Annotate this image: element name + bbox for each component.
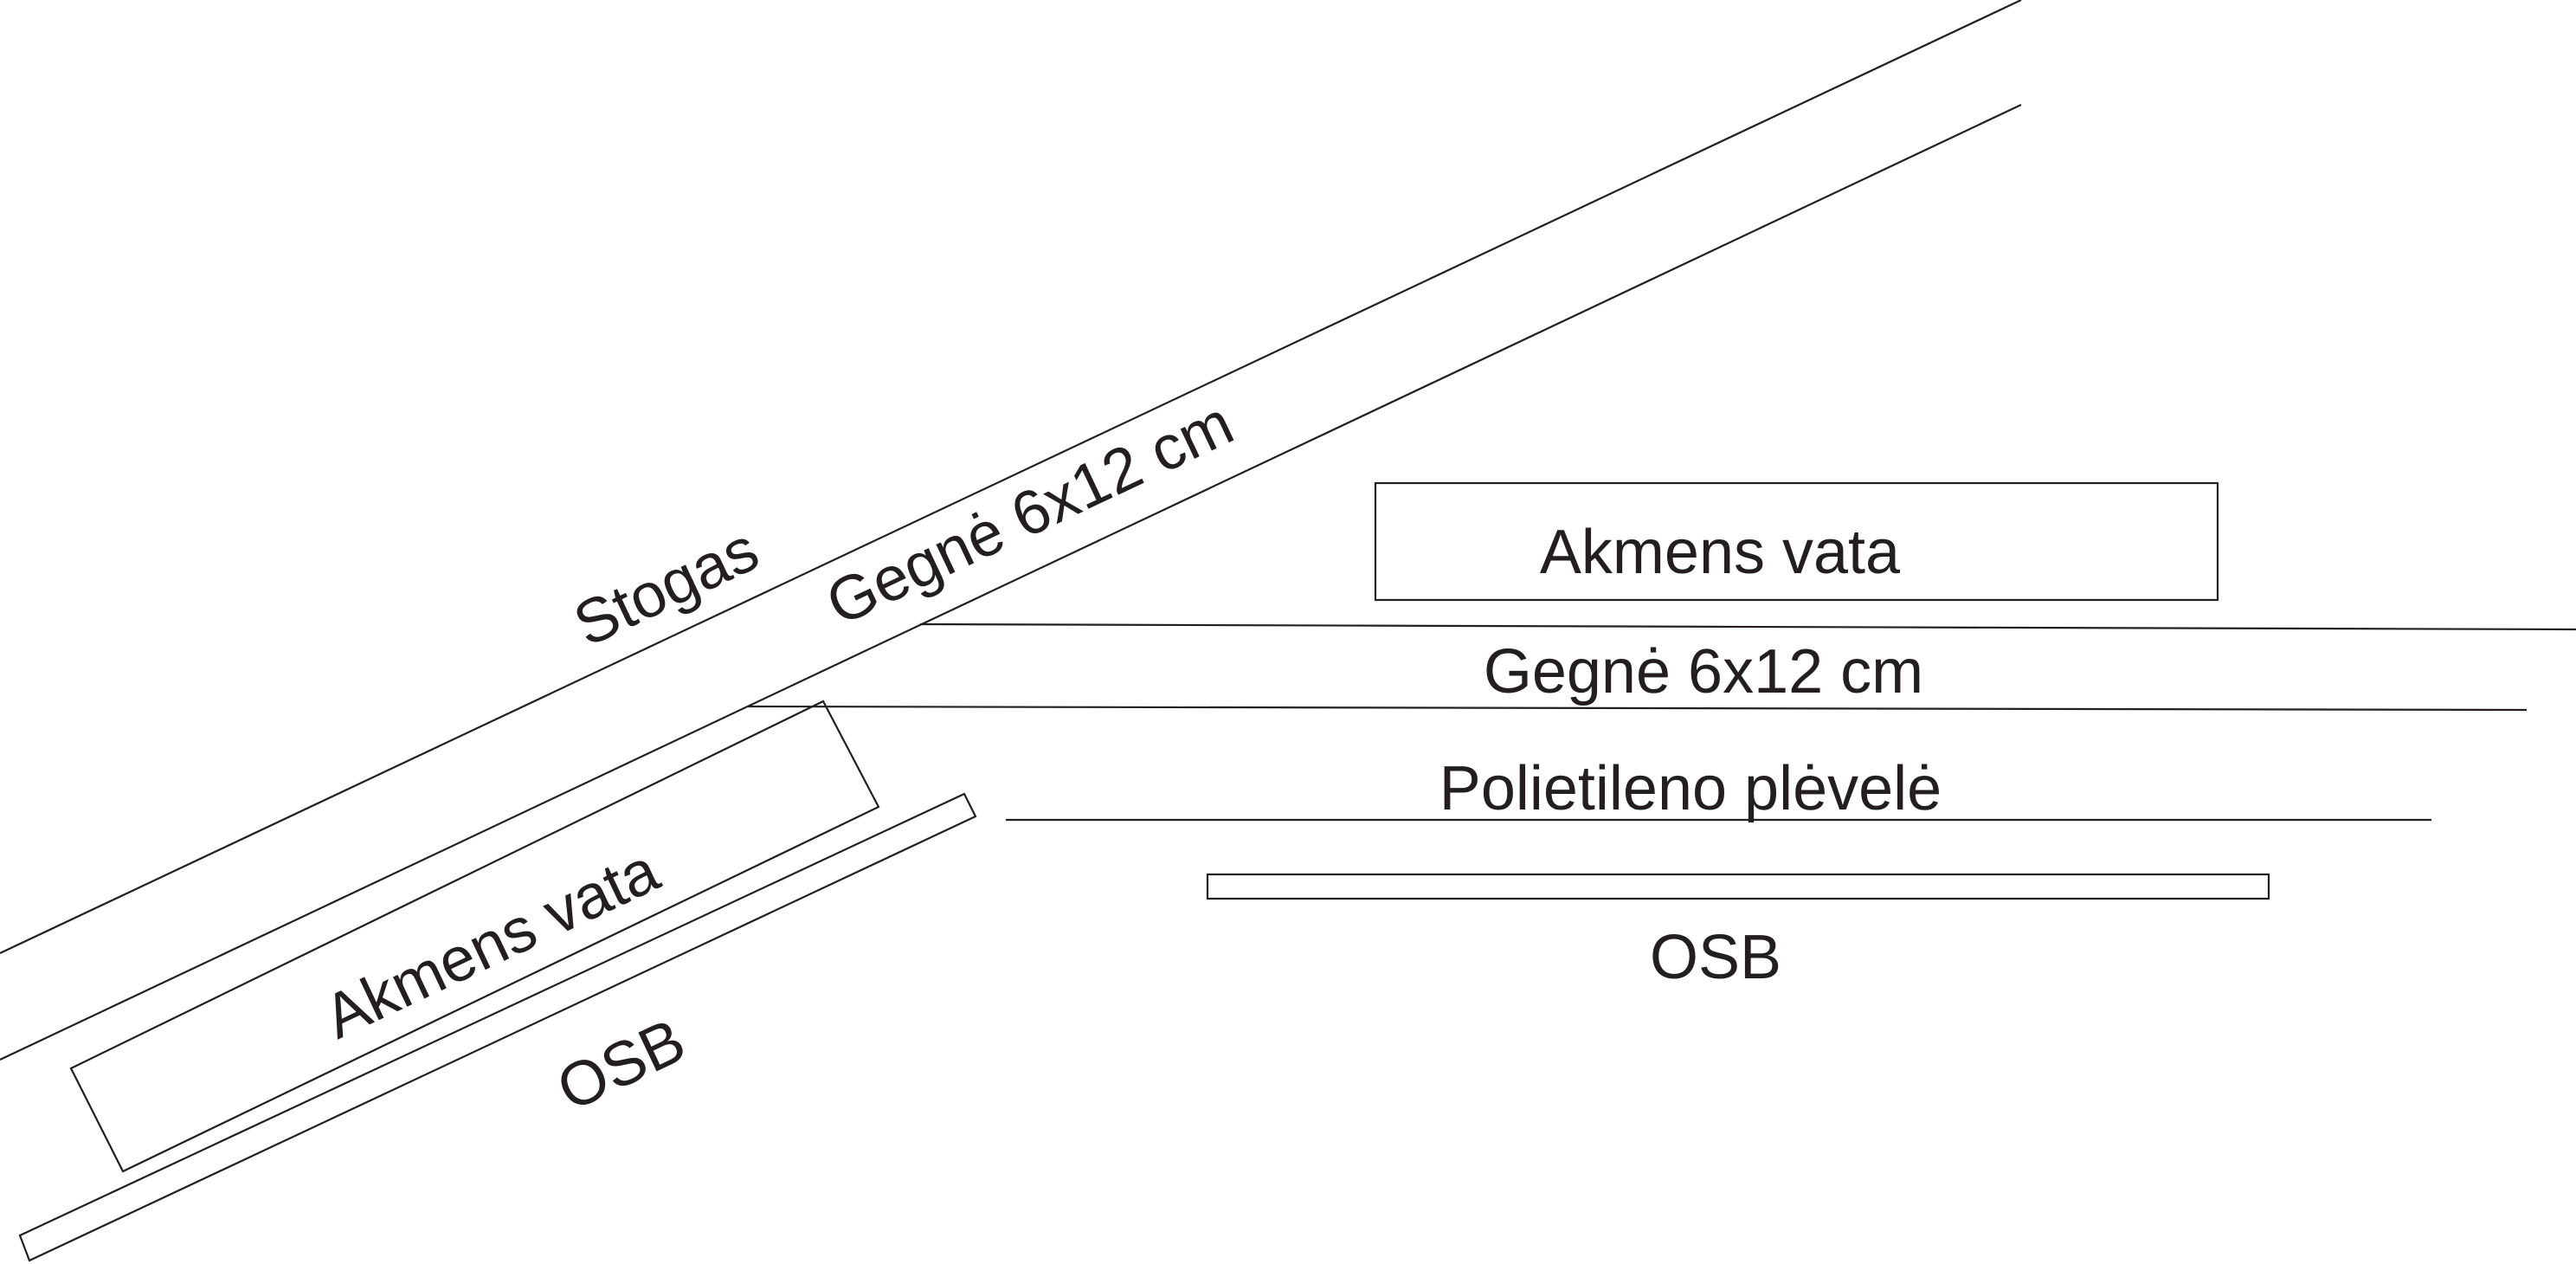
sloped-osb-label: OSB [547,1006,696,1125]
rafter-bottom-line [0,104,2022,1061]
sloped-insulation-block [69,700,880,1173]
rafter-bottom-horizontal-line [747,705,2528,712]
horizontal-rafter-label: Gegnė 6x12 cm [1484,637,1923,706]
horizontal-osb-board [1206,873,2270,900]
horizontal-insulation-label: Akmens vata [1540,518,1901,587]
sloped-rafter-label: Gegnė 6x12 cm [816,389,1244,640]
horizontal-osb-label: OSB [1650,923,1781,992]
horizontal-insulation-block [1374,481,2219,602]
sloped-osb-board [18,792,977,1262]
rafter-top-line [919,622,2576,631]
vapor-barrier-label: Polietileno plėvelė [1439,754,1942,823]
sloped-insulation-label: Akmens vata [314,835,670,1053]
roof-line [0,0,2022,954]
